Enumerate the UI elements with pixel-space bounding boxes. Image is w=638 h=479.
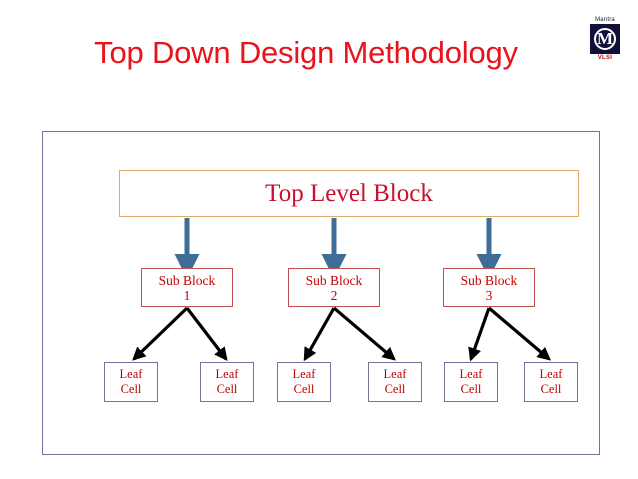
- leaf-cell-1-label-line1: Leaf: [119, 367, 143, 381]
- leaf-cell-2-label-line2: Cell: [216, 382, 238, 396]
- sub-block-3[interactable]: Sub Block 3: [443, 268, 535, 307]
- leaf-cell-4-label-line2: Cell: [384, 382, 406, 396]
- top-level-block-label: Top Level Block: [265, 179, 433, 207]
- logo-ring-icon: [594, 28, 616, 50]
- logo-mark-icon: M: [590, 24, 620, 54]
- top-level-block[interactable]: Top Level Block: [119, 170, 579, 217]
- leaf-cell-3-label-line2: Cell: [293, 382, 315, 396]
- logo-letter: M: [596, 29, 614, 48]
- sub-block-1-label-line1: Sub Block: [158, 272, 216, 288]
- leaf-cell-4[interactable]: Leaf Cell: [368, 362, 422, 402]
- leaf-cell-1-label-line2: Cell: [120, 382, 142, 396]
- sub-block-2[interactable]: Sub Block 2: [288, 268, 380, 307]
- leaf-cell-5-label-line1: Leaf: [459, 367, 483, 381]
- mantra-vlsi-logo: Mantra M VLSI: [584, 16, 626, 66]
- leaf-cell-4-label-line1: Leaf: [383, 367, 407, 381]
- sub-block-1[interactable]: Sub Block 1: [141, 268, 233, 307]
- sub-block-2-label-line1: Sub Block: [305, 272, 363, 288]
- leaf-cell-3-label-line1: Leaf: [292, 367, 316, 381]
- leaf-cell-3[interactable]: Leaf Cell: [277, 362, 331, 402]
- leaf-cell-6[interactable]: Leaf Cell: [524, 362, 578, 402]
- leaf-cell-6-label-line2: Cell: [540, 382, 562, 396]
- leaf-cell-1[interactable]: Leaf Cell: [104, 362, 158, 402]
- leaf-cell-5[interactable]: Leaf Cell: [444, 362, 498, 402]
- leaf-cell-2-label-line1: Leaf: [215, 367, 239, 381]
- sub-block-3-label-line1: Sub Block: [460, 272, 518, 288]
- leaf-cell-5-label-line2: Cell: [460, 382, 482, 396]
- page-title: Top Down Design Methodology: [94, 35, 518, 70]
- sub-block-1-label-line2: 1: [183, 287, 191, 303]
- leaf-cell-6-label-line1: Leaf: [539, 367, 563, 381]
- logo-brand-text: Mantra: [595, 17, 615, 23]
- sub-block-3-label-line2: 3: [485, 287, 493, 303]
- sub-block-2-label-line2: 2: [330, 287, 338, 303]
- logo-subbrand-text: VLSI: [597, 55, 613, 61]
- leaf-cell-2[interactable]: Leaf Cell: [200, 362, 254, 402]
